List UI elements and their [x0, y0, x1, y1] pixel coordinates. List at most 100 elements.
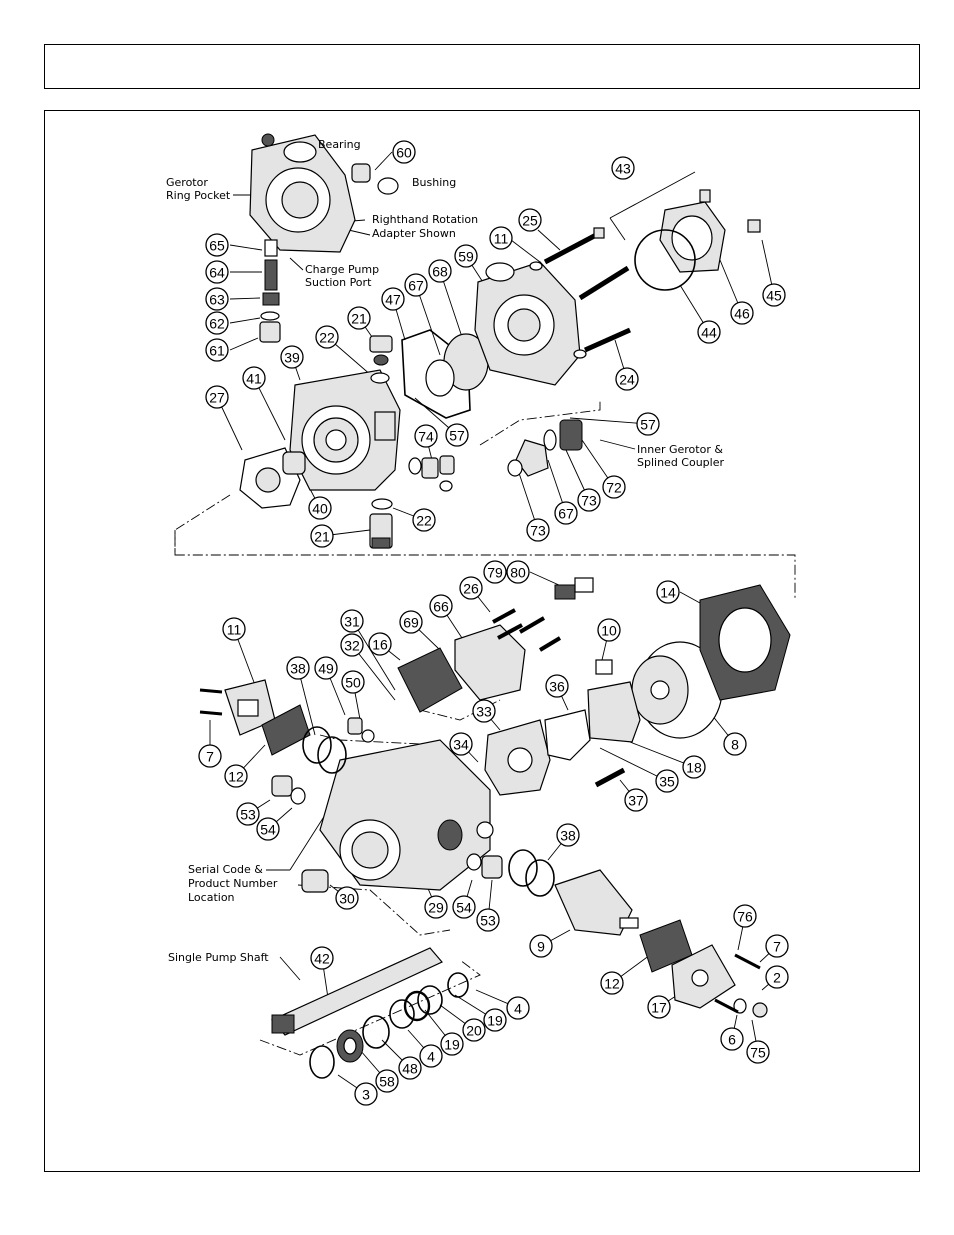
callout-49: 49 [314, 656, 338, 680]
callout-number: 31 [344, 614, 360, 630]
callout-37: 37 [624, 788, 648, 812]
callout-number: 68 [432, 264, 448, 280]
o-ring-38d [525, 859, 555, 897]
header-frame [44, 44, 920, 89]
callout-number: 36 [549, 679, 565, 695]
callout-number: 29 [428, 900, 444, 916]
callout-12: 12 [224, 764, 248, 788]
callout-number: 67 [558, 506, 574, 522]
callout-number: 80 [510, 565, 526, 581]
plug-53-54-left [271, 775, 306, 805]
callout-31: 31 [340, 609, 364, 633]
callout-number: 4 [427, 1049, 435, 1065]
rotating-group-8 [631, 641, 723, 739]
rear-cover-17 [639, 919, 768, 1018]
callout-44: 44 [697, 320, 721, 344]
callout-number: 45 [766, 288, 782, 304]
shaft-9 [554, 869, 639, 936]
o-ring-38c [508, 849, 538, 887]
callout-number: 50 [345, 675, 361, 691]
callout-4: 4 [419, 1044, 443, 1068]
callout-number: 57 [449, 428, 465, 444]
label-righthand-2: Adapter Shown [372, 227, 456, 240]
callout-number: 22 [416, 513, 432, 529]
callout-17: 17 [647, 995, 671, 1019]
callout-73: 73 [526, 518, 550, 542]
callout-66: 66 [429, 594, 453, 618]
callout-61: 61 [205, 338, 229, 362]
callout-number: 79 [487, 565, 503, 581]
callout-number: 2 [773, 970, 781, 986]
callout-number: 65 [209, 238, 225, 254]
label-serial-2: Product Number [188, 877, 278, 890]
callout-number: 69 [403, 615, 419, 631]
callout-62: 62 [205, 311, 229, 335]
callout-number: 53 [480, 913, 496, 929]
callout-79: 79 [483, 560, 507, 584]
callout-35: 35 [655, 769, 679, 793]
callout-number: 40 [312, 501, 328, 517]
callout-number: 30 [339, 891, 355, 907]
callout-number: 57 [640, 417, 656, 433]
callout-number: 25 [522, 213, 538, 229]
label-charge-pump-2: Suction Port [305, 276, 372, 289]
callout-number: 4 [514, 1001, 522, 1017]
label-bushing: Bushing [412, 176, 456, 189]
callout-41: 41 [242, 366, 266, 390]
callout-34: 34 [449, 732, 473, 756]
callout-67: 67 [554, 501, 578, 525]
callout-42: 42 [310, 946, 334, 970]
bolt-37 [594, 767, 626, 788]
callout-number: 76 [737, 909, 753, 925]
callout-21: 21 [347, 306, 371, 330]
callout-38: 38 [286, 656, 310, 680]
callout-number: 19 [444, 1037, 460, 1053]
callout-number: 47 [385, 292, 401, 308]
callout-number: 27 [209, 390, 225, 406]
callout-number: 6 [728, 1032, 736, 1048]
label-inner-gerotor-2: Splined Coupler [637, 456, 724, 469]
callout-number: 42 [314, 951, 330, 967]
callout-39: 39 [280, 345, 304, 369]
cradle-33 [484, 709, 591, 796]
callout-29: 29 [424, 895, 448, 919]
callout-11: 11 [489, 226, 513, 250]
callout-number: 16 [372, 637, 388, 653]
callout-number: 46 [734, 306, 750, 322]
callout-number: 9 [537, 939, 545, 955]
callout-number: 44 [701, 325, 717, 341]
callout-number: 19 [487, 1013, 503, 1029]
gerotor-set [425, 333, 489, 397]
callout-22: 22 [315, 325, 339, 349]
callout-number: 21 [351, 311, 367, 327]
shaft-rings [309, 972, 469, 1079]
label-righthand-1: Righthand Rotation [372, 213, 478, 226]
callout-53: 53 [476, 908, 500, 932]
callout-number: 24 [619, 372, 635, 388]
callout-75: 75 [746, 1040, 770, 1064]
callout-number: 73 [530, 523, 546, 539]
callout-8: 8 [723, 732, 747, 756]
callout-9: 9 [529, 934, 553, 958]
callout-22: 22 [412, 508, 436, 532]
callout-number: 61 [209, 343, 225, 359]
callout-12: 12 [600, 971, 624, 995]
callout-3: 3 [354, 1082, 378, 1106]
callout-number: 8 [731, 737, 739, 753]
callout-number: 18 [686, 760, 702, 776]
sensor-79-80 [554, 577, 594, 600]
callout-24: 24 [615, 367, 639, 391]
callout-64: 64 [205, 260, 229, 284]
callout-21: 21 [310, 524, 334, 548]
callout-50: 50 [341, 670, 365, 694]
cover-11 [199, 679, 311, 756]
plug-53-54-right [466, 853, 503, 879]
callout-57: 57 [445, 423, 469, 447]
callout-32: 32 [340, 633, 364, 657]
callout-54: 54 [452, 895, 476, 919]
o-ring-44 [634, 229, 696, 291]
callout-number: 53 [240, 807, 256, 823]
callout-63: 63 [205, 287, 229, 311]
label-gerotor-2: Ring Pocket [166, 189, 231, 202]
